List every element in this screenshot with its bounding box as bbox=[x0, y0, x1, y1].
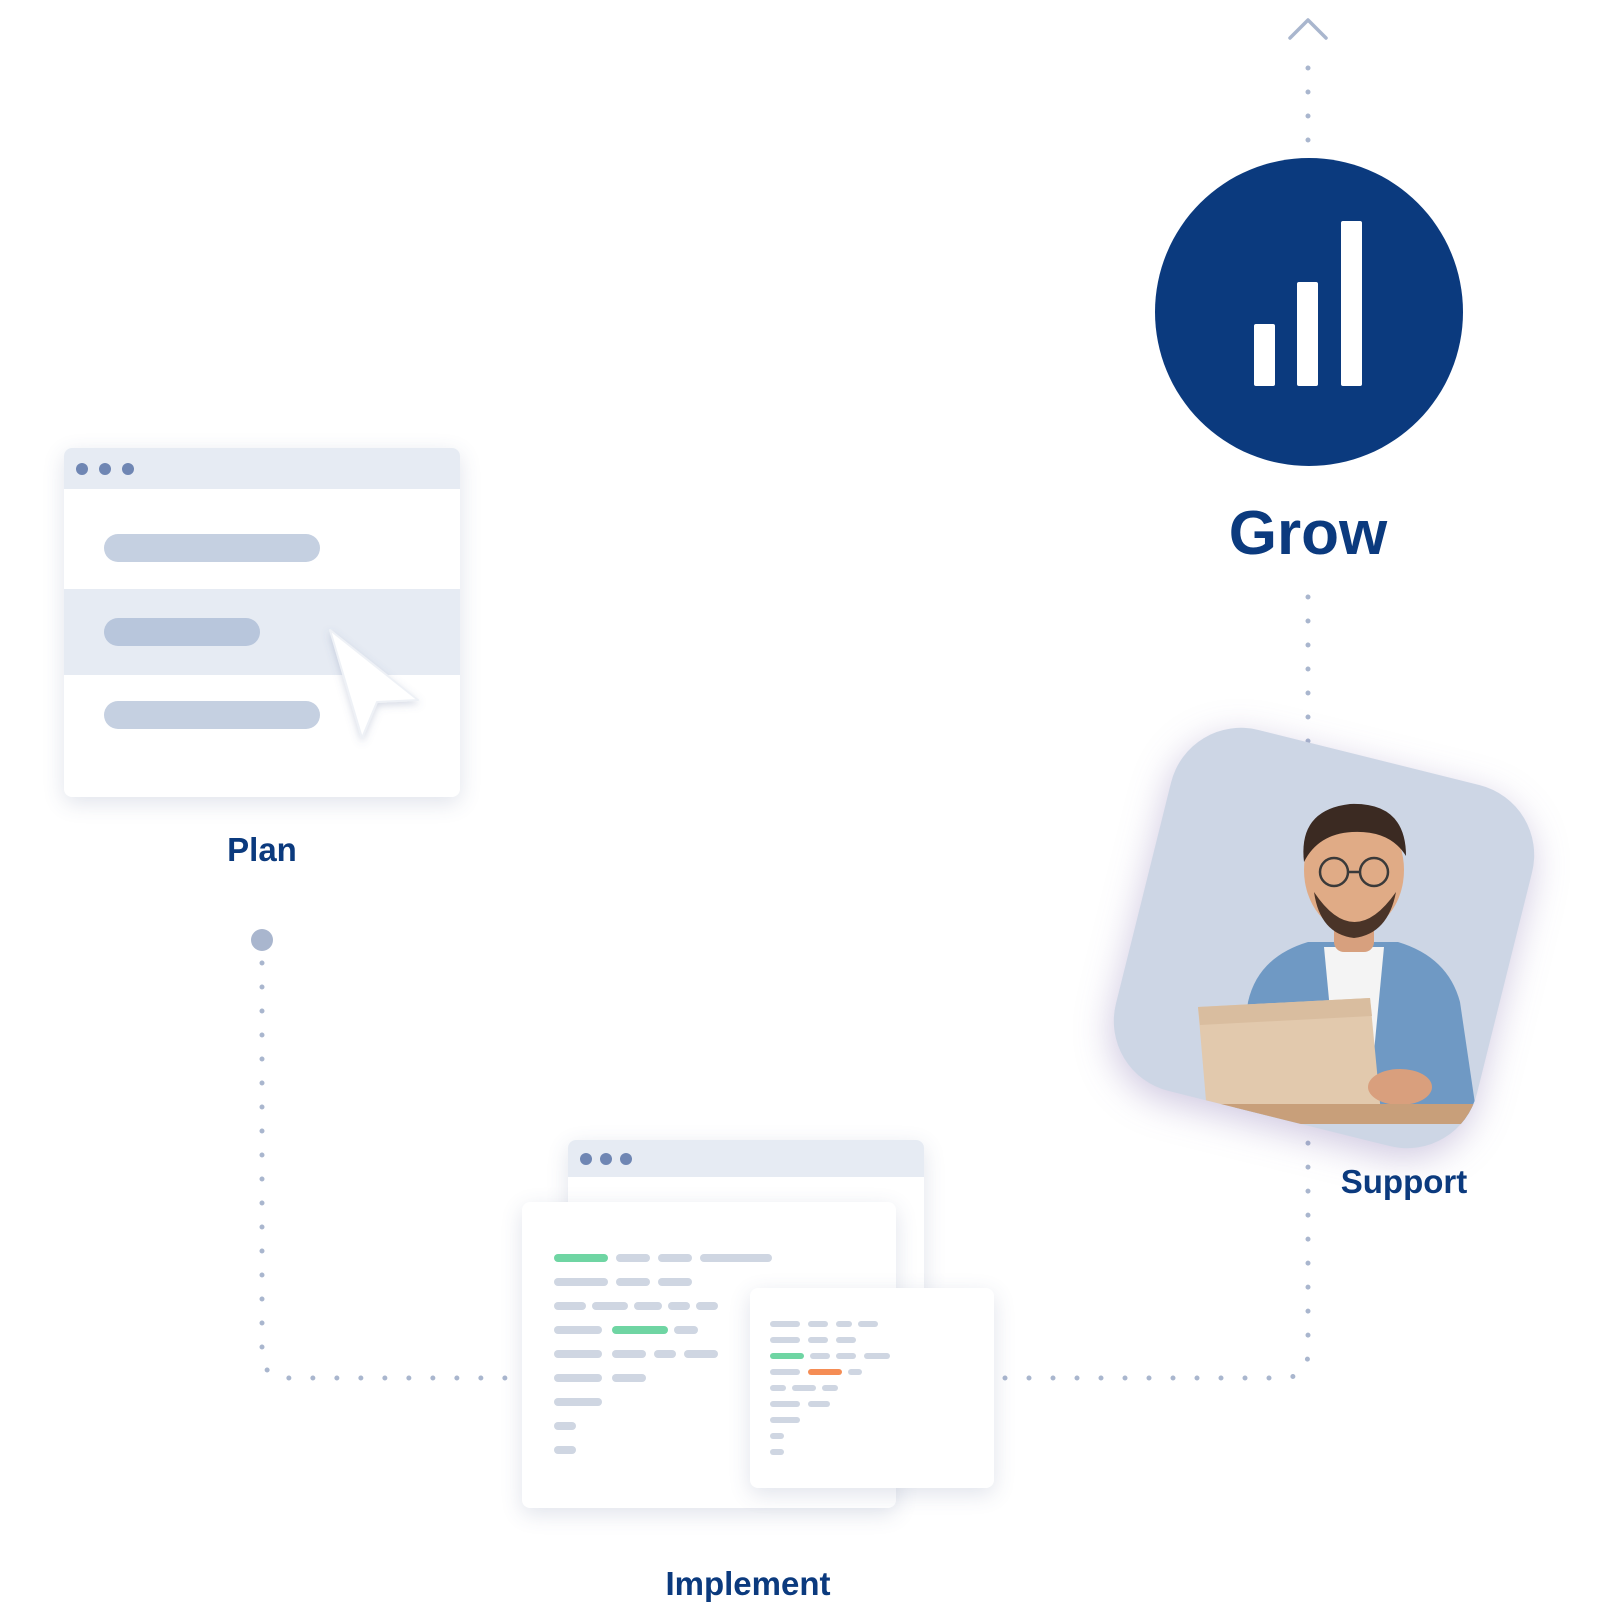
code-line bbox=[592, 1302, 628, 1310]
window-dot bbox=[600, 1153, 612, 1165]
code-line bbox=[654, 1350, 676, 1358]
code-line bbox=[822, 1385, 838, 1391]
mouse-pointer-icon bbox=[329, 629, 419, 739]
code-line bbox=[612, 1374, 646, 1382]
code-line bbox=[770, 1337, 800, 1343]
code-line bbox=[700, 1254, 772, 1262]
code-line bbox=[554, 1278, 608, 1286]
code-line bbox=[808, 1369, 842, 1375]
code-line bbox=[792, 1385, 816, 1391]
window-dot bbox=[580, 1153, 592, 1165]
list-item-bar bbox=[104, 618, 260, 646]
code-line bbox=[864, 1353, 890, 1359]
code-preview-window bbox=[750, 1288, 994, 1488]
bar-chart-icon bbox=[1254, 221, 1362, 386]
window-dot bbox=[76, 463, 88, 475]
list-item-bar bbox=[104, 701, 320, 729]
code-line bbox=[554, 1374, 602, 1382]
code-line bbox=[554, 1350, 602, 1358]
code-line bbox=[554, 1254, 608, 1262]
code-line bbox=[808, 1337, 828, 1343]
code-line bbox=[658, 1254, 692, 1262]
implement-label: Implement bbox=[665, 1565, 831, 1602]
code-line bbox=[836, 1321, 852, 1327]
code-line bbox=[808, 1321, 828, 1327]
code-line bbox=[696, 1302, 718, 1310]
code-line bbox=[858, 1321, 878, 1327]
code-line bbox=[770, 1353, 804, 1359]
code-line bbox=[658, 1278, 692, 1286]
window-dot bbox=[620, 1153, 632, 1165]
code-line bbox=[770, 1449, 784, 1455]
person-with-laptop-illustration bbox=[1138, 803, 1510, 1124]
code-line bbox=[770, 1433, 784, 1439]
code-line bbox=[848, 1369, 862, 1375]
window-titlebar bbox=[64, 448, 460, 489]
code-line bbox=[674, 1326, 698, 1334]
code-line bbox=[836, 1337, 856, 1343]
code-line bbox=[684, 1350, 718, 1358]
grow-circle bbox=[1155, 158, 1463, 466]
code-line bbox=[770, 1385, 786, 1391]
code-line bbox=[770, 1417, 800, 1423]
window-dot bbox=[99, 463, 111, 475]
code-line bbox=[554, 1326, 602, 1334]
plan-window-illustration bbox=[64, 448, 460, 797]
code-line bbox=[770, 1369, 800, 1375]
plan-label: Plan bbox=[227, 831, 297, 868]
support-photo bbox=[1098, 712, 1550, 1164]
start-node bbox=[251, 929, 273, 951]
support-label: Support bbox=[1340, 1163, 1468, 1200]
code-line bbox=[836, 1353, 856, 1359]
code-line bbox=[554, 1446, 576, 1454]
code-line bbox=[612, 1326, 668, 1334]
code-line bbox=[616, 1278, 650, 1286]
code-line bbox=[810, 1353, 830, 1359]
code-line bbox=[554, 1398, 602, 1406]
window-titlebar bbox=[568, 1140, 924, 1177]
code-line bbox=[668, 1302, 690, 1310]
window-dot bbox=[122, 463, 134, 475]
chevron-up-icon bbox=[1288, 18, 1328, 40]
grow-label: Grow bbox=[1228, 499, 1388, 568]
code-line bbox=[554, 1302, 586, 1310]
code-line bbox=[770, 1321, 800, 1327]
code-line bbox=[770, 1401, 800, 1407]
code-line bbox=[616, 1254, 650, 1262]
code-line bbox=[808, 1401, 830, 1407]
code-line bbox=[554, 1422, 576, 1430]
code-line bbox=[612, 1350, 646, 1358]
code-line bbox=[634, 1302, 662, 1310]
list-item-bar bbox=[104, 534, 320, 562]
